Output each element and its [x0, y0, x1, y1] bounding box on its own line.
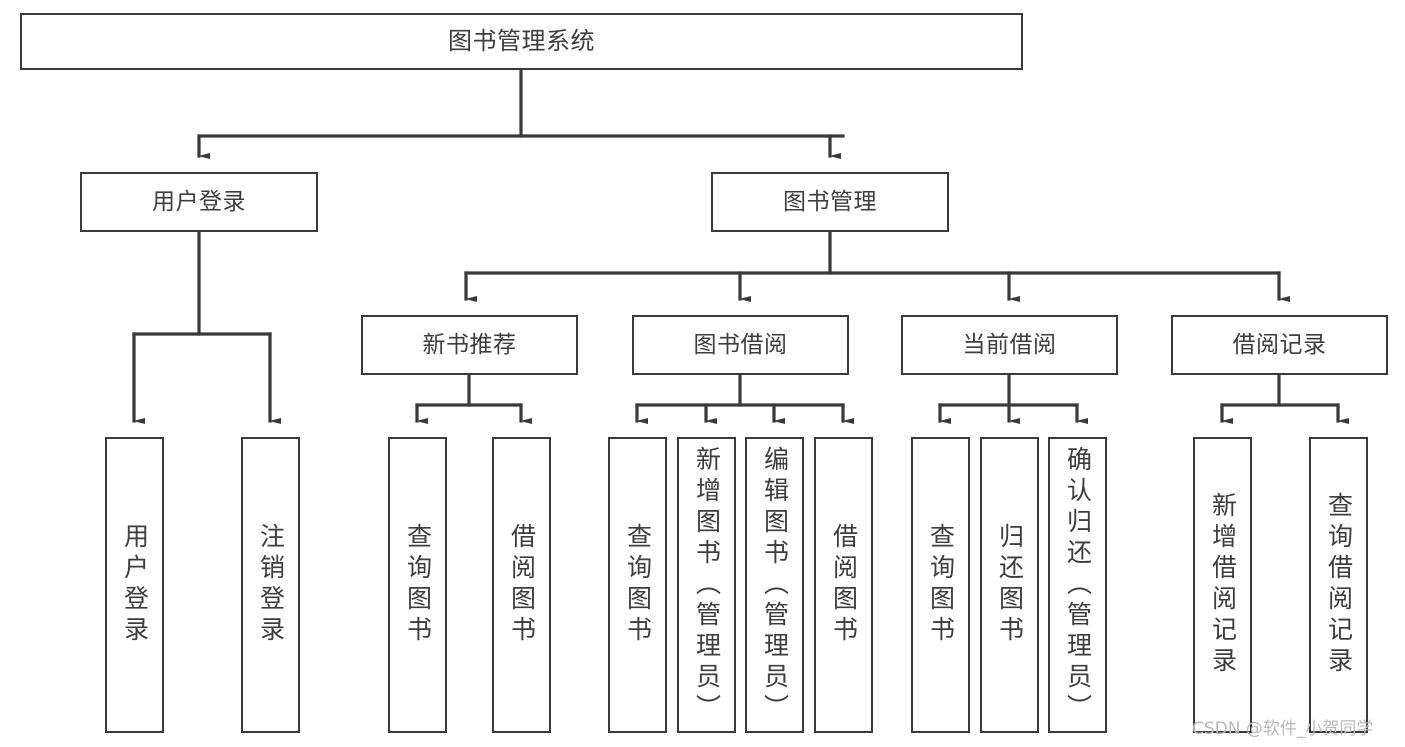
node-label: 图书借阅 [693, 331, 788, 358]
leaf-record-add[interactable]: 新增借阅记录 [1193, 437, 1252, 733]
node-label: 借阅图书 [507, 523, 537, 647]
node-label: 新增借阅记录 [1208, 492, 1238, 678]
node-new-book-recommend[interactable]: 新书推荐 [361, 315, 578, 375]
node-label: 编辑图书（管理员） [760, 445, 790, 725]
node-borrow-record[interactable]: 借阅记录 [1171, 315, 1388, 375]
node-label: 图书管理 [783, 188, 877, 215]
leaf-borrow-add-book[interactable]: 新增图书（管理员） [677, 437, 736, 733]
node-label: 借阅记录 [1232, 331, 1327, 358]
leaf-current-confirm-return[interactable]: 确认归还（管理员） [1048, 437, 1107, 733]
node-book-management[interactable]: 图书管理 [711, 172, 949, 232]
leaf-user-login-logout[interactable]: 注销登录 [241, 437, 300, 733]
node-label: 借阅图书 [829, 523, 859, 647]
node-root-system[interactable]: 图书管理系统 [20, 13, 1023, 70]
leaf-new-book-query[interactable]: 查询图书 [388, 437, 447, 733]
node-current-borrow[interactable]: 当前借阅 [901, 315, 1118, 375]
node-label: 用户登录 [152, 188, 246, 215]
node-label: 当前借阅 [962, 331, 1057, 358]
node-label: 确认归还（管理员） [1063, 445, 1093, 725]
leaf-user-login-login[interactable]: 用户登录 [105, 437, 164, 733]
leaf-borrow-borrow-book[interactable]: 借阅图书 [814, 437, 873, 733]
node-label: 查询图书 [623, 523, 653, 647]
leaf-borrow-edit-book[interactable]: 编辑图书（管理员） [745, 437, 804, 733]
node-label: 归还图书 [995, 523, 1025, 647]
node-label: 注销登录 [256, 523, 286, 647]
node-label: 查询借阅记录 [1324, 492, 1354, 678]
node-label: 图书管理系统 [448, 26, 595, 55]
leaf-record-query[interactable]: 查询借阅记录 [1309, 437, 1368, 733]
leaf-current-return-book[interactable]: 归还图书 [980, 437, 1039, 733]
node-user-login[interactable]: 用户登录 [80, 172, 318, 232]
leaf-borrow-query-book[interactable]: 查询图书 [608, 437, 667, 733]
node-label: 用户登录 [120, 523, 150, 647]
node-label: 查询图书 [926, 523, 956, 647]
leaf-new-book-borrow[interactable]: 借阅图书 [492, 437, 551, 733]
node-label: 查询图书 [403, 523, 433, 647]
node-label: 新书推荐 [422, 331, 517, 358]
node-label: 新增图书（管理员） [692, 445, 722, 725]
csdn-watermark: CSDN @软件_小贺同学 [1192, 719, 1374, 739]
leaf-current-query-book[interactable]: 查询图书 [911, 437, 970, 733]
node-book-borrow[interactable]: 图书借阅 [632, 315, 849, 375]
